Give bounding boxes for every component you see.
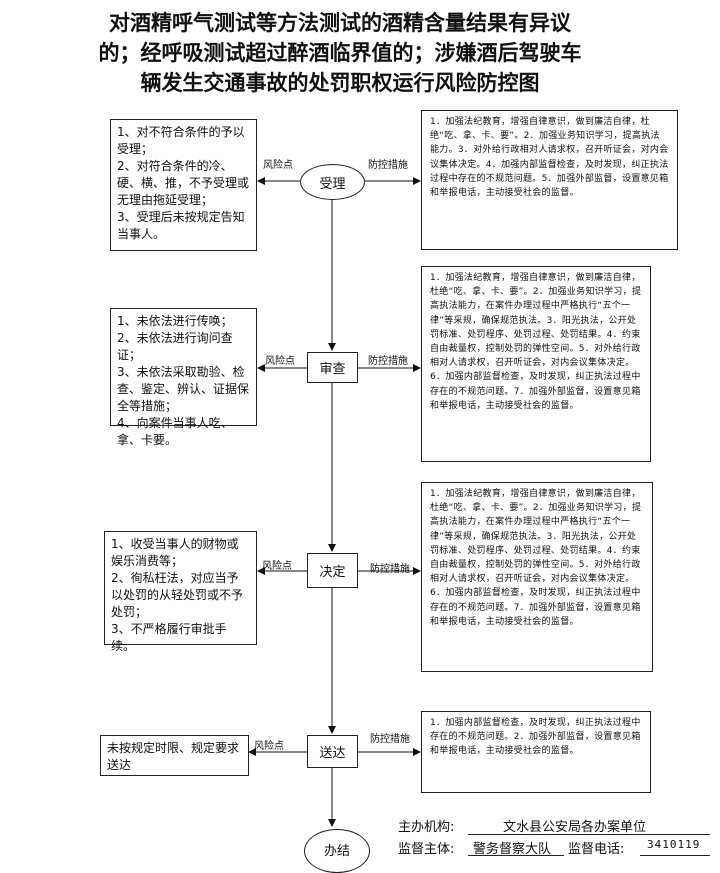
footer-org-value: 文水县公安局各办案单位 [503,820,647,835]
node-accept: 受理 [300,164,365,200]
risk-box-deliver: 未按规定时限、规定要求送达 [100,735,249,776]
title-line-2: 的；经呼吸测试超过醉酒临界值的；涉嫌酒后驾驶车 [98,41,582,65]
footer-tel-label: 监督电话: [568,842,625,857]
risk-box-decide: 1、收受当事人的财物或娱乐消费等； 2、徇私枉法，对应当予以处罚的从轻处罚或不予… [104,531,257,653]
risk-box-accept: 1、对不符合条件的予以受理； 2、对符合条件的冷、硬、横、推，不予受理或无理由拖… [110,119,257,251]
control-label-2: 防控措施 [368,356,408,367]
risk-label-2: 风险点 [265,356,295,367]
footer-tel-value: 3410119 [647,838,701,851]
control-label-3: 防控措施 [370,564,410,575]
measures-box-review: 1．加强法纪教育，增强自律意识，做到廉洁自律，杜绝“吃、拿、卡、要”。2．加强业… [421,266,651,462]
measures-box-deliver: 1．加强内部监督检查，及时发现，纠正执法过程中存在的不规范问题。2．加强外部监督… [421,711,651,793]
risk-box-review: 1、未依法进行传唤； 2、未依法进行询问查证； 3、未依法采取勘验、检查、鉴定、… [110,308,257,447]
title-line-1: 对酒精呼气测试等方法测试的酒精含量结果有异议 [109,11,571,35]
footer-org-label: 主办机构: [398,820,455,835]
control-label-4: 防控措施 [370,734,410,745]
control-label-1: 防控措施 [368,160,408,171]
node-deliver: 送达 [307,735,358,768]
node-review: 审查 [307,352,358,383]
measures-box-decide: 1．加强法纪教育，增强自律意识，做到廉洁自律，杜绝“吃、拿、卡、要”。2．加强业… [421,482,653,672]
page-title: 对酒精呼气测试等方法测试的酒精含量结果有异议 的；经呼吸测试超过醉酒临界值的；涉… [40,8,640,98]
footer-sup-label: 监督主体: [398,842,455,857]
footer-sup-underline [468,855,564,856]
node-complete: 办结 [304,829,370,873]
footer-org-underline [468,834,710,835]
footer-tel-underline [640,855,710,856]
risk-label-1: 风险点 [263,160,293,171]
footer-sup-value: 警务督察大队 [473,842,552,857]
risk-label-3: 风险点 [262,561,292,572]
measures-box-accept: 1．加强法纪教育，增强自律意识，做到廉洁自律，杜绝“吃、拿、卡、要”。2．加强业… [421,110,678,250]
node-decide: 决定 [307,553,358,588]
risk-label-4: 风险点 [254,741,284,752]
title-line-3: 辆发生交通事故的处罚职权运行风险防控图 [140,71,540,95]
